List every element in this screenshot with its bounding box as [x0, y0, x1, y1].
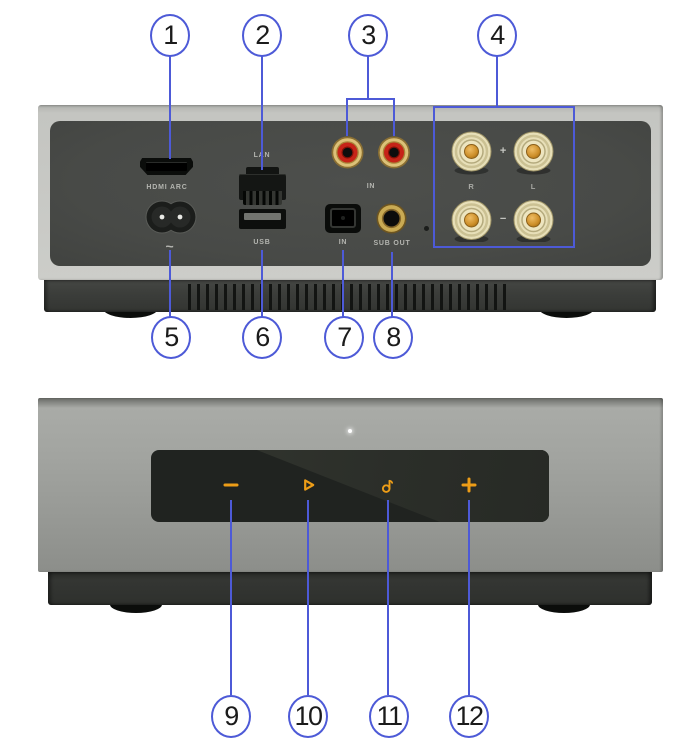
callout-7: 7: [324, 316, 364, 359]
lan-pins: [243, 191, 282, 205]
speaker-minus-label: −: [499, 213, 508, 225]
callout-line-11: [387, 500, 389, 695]
optical-in-label: IN: [338, 239, 348, 246]
usb-label: USB: [253, 239, 271, 246]
optical-dot: [341, 216, 345, 220]
optical-in-port: [325, 204, 361, 233]
play-icon: [304, 479, 315, 491]
callout-4: 4: [477, 14, 517, 57]
vent-grille: [188, 284, 506, 310]
callout-2: 2: [242, 14, 282, 57]
volume-down-icon: [223, 483, 239, 487]
screw-hole: [424, 226, 429, 231]
speaker-plus-label: +: [499, 145, 508, 157]
callout-line-6: [261, 250, 263, 317]
callout-11: 11: [369, 695, 409, 738]
callout-line-12: [468, 500, 470, 695]
callout-line-5: [169, 250, 171, 317]
callout-10: 10: [288, 695, 328, 738]
callout-1-number: 1: [163, 20, 178, 50]
callout-9-number: 9: [224, 701, 239, 731]
callout-line-8: [391, 252, 393, 317]
callout-4-number: 4: [490, 20, 505, 50]
callout-line-3-left: [346, 98, 348, 136]
callout-6-number: 6: [255, 322, 270, 352]
usb-tab: [244, 213, 281, 220]
speaker-terminal-l-plus: [513, 131, 554, 175]
speaker-terminals: [451, 131, 554, 242]
rca-jack-right: [378, 136, 410, 169]
callout-6: 6: [242, 316, 282, 359]
callout-5: 5: [151, 316, 191, 359]
speaker-terminals-outline: [433, 106, 575, 248]
touch-control-panel: [151, 450, 549, 522]
volume-up-icon: [461, 477, 477, 493]
rear-base: [44, 280, 656, 312]
hdmi-arc-label: HDMI ARC: [146, 184, 188, 191]
callout-3-number: 3: [361, 20, 376, 50]
callout-line-7: [342, 250, 344, 317]
speaker-terminal-l-minus: [513, 200, 554, 242]
callout-10-number: 10: [294, 701, 323, 731]
hdmi-slot: [146, 162, 187, 171]
callout-line-10: [307, 500, 309, 695]
callout-line-4: [496, 56, 498, 106]
callout-1: 1: [150, 14, 190, 57]
analog-audio-in-jacks: [331, 136, 410, 169]
callout-12-number: 12: [455, 701, 484, 731]
hdmi-arc-port: [140, 158, 193, 175]
callout-9: 9: [211, 695, 251, 738]
callout-line-1: [169, 56, 171, 159]
callout-8-number: 8: [386, 322, 401, 352]
music-note-icon: [381, 479, 394, 493]
callout-line-9: [230, 500, 232, 695]
callout-3: 3: [348, 14, 388, 57]
speaker-terminal-r-plus: [451, 131, 492, 175]
sub-out-label: SUB OUT: [373, 240, 411, 247]
callout-5-number: 5: [164, 322, 179, 352]
callout-2-number: 2: [255, 20, 270, 50]
status-led: [348, 429, 352, 433]
lan-tab: [246, 167, 279, 177]
speaker-right-label: R: [468, 182, 475, 191]
front-base: [48, 572, 652, 605]
speaker-terminal-r-minus: [451, 200, 492, 242]
callout-line-3-bracket: [346, 98, 395, 100]
callout-line-2: [261, 56, 263, 170]
power-label: ~: [165, 238, 175, 254]
panel-sheen: [256, 450, 549, 522]
callout-11-number: 11: [376, 701, 403, 731]
speaker-left-label: L: [530, 182, 537, 191]
callout-8: 8: [373, 316, 413, 359]
analog-in-label: IN: [366, 183, 376, 190]
power-inlet: [145, 200, 197, 234]
callout-line-3-right: [393, 98, 395, 136]
callout-7-number: 7: [337, 322, 352, 352]
sub-out-jack: [376, 203, 407, 234]
callout-12: 12: [449, 695, 489, 738]
rca-jack-left: [331, 136, 364, 169]
callout-line-3-stem: [367, 56, 369, 100]
usb-port: [239, 209, 286, 229]
lan-port: [239, 167, 286, 207]
